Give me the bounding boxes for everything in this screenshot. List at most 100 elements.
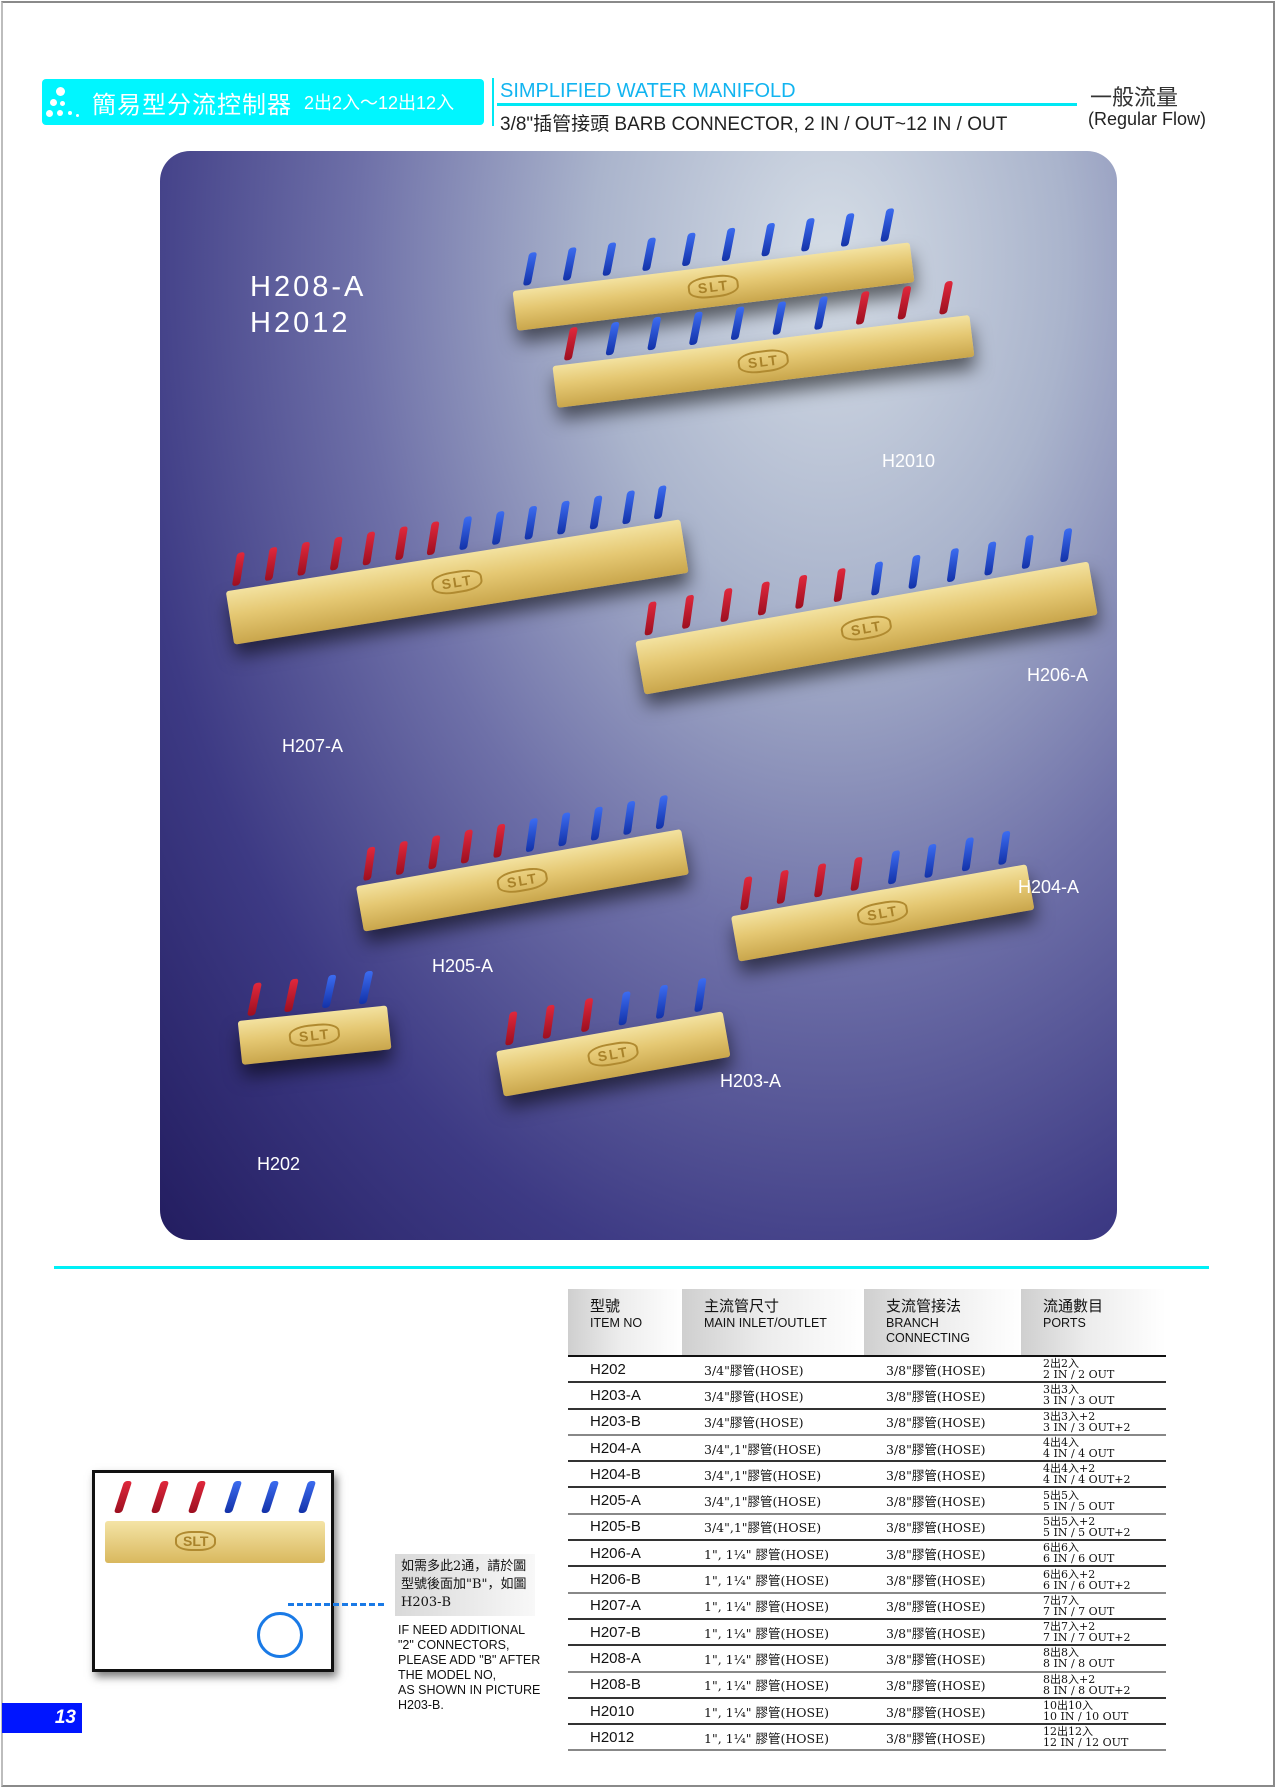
product-photo: H208-A H2012 SLT SLT H2010 SLT H207-A SL…	[160, 151, 1117, 1240]
photo-label-h208a: H208-A	[250, 271, 367, 303]
slt-logo: SLT	[839, 612, 894, 644]
cell-item-no: H203-A	[590, 1386, 641, 1404]
note-en-line: AS SHOWN IN PICTURE	[398, 1683, 541, 1697]
cell-branch: 3/8"膠管(HOSE)	[886, 1651, 986, 1667]
table-row: H208-B 1", 1¼" 膠管(HOSE) 3/8"膠管(HOSE) 8出8入+2…	[568, 1672, 1166, 1698]
table-row: H206-B 1", 1¼" 膠管(HOSE) 3/8"膠管(HOSE) 6出6入+2…	[568, 1566, 1166, 1593]
cell-branch: 3/8"膠管(HOSE)	[886, 1494, 986, 1510]
note-en-line: "2" CONNECTORS,	[398, 1638, 510, 1652]
cell-item-no: H206-B	[590, 1571, 641, 1589]
cell-main-inlet: 3/4"膠管(HOSE)	[704, 1415, 804, 1431]
manifold-h2010-bottom: SLT	[552, 280, 975, 408]
note-en-line: H203-B.	[398, 1698, 444, 1712]
cell-main-inlet: 3/4",1"膠管(HOSE)	[704, 1520, 822, 1536]
slt-logo: SLT	[495, 865, 550, 896]
cell-item-no: H205-A	[590, 1492, 641, 1510]
section-divider	[54, 1266, 1209, 1269]
photo-label-h2012: H2012	[250, 307, 351, 339]
cell-branch: 3/8"膠管(HOSE)	[886, 1415, 986, 1431]
callout-dashed-line	[288, 1603, 384, 1606]
manifold-h207a: SLT	[225, 484, 689, 645]
subtitle-divider	[492, 78, 494, 126]
cell-item-no: H2012	[590, 1728, 635, 1746]
cell-main-inlet: 3/4",1"膠管(HOSE)	[704, 1494, 822, 1510]
valve-row	[234, 970, 387, 1021]
cell-main-inlet: 1", 1¼" 膠管(HOSE)	[704, 1678, 830, 1694]
subtitle-detail: 3/8"插管接頭 BARB CONNECTOR, 2 IN / OUT~12 I…	[500, 114, 1008, 135]
subtitle-en: SIMPLIFIED WATER MANIFOLD	[500, 80, 796, 102]
cell-branch: 3/8"膠管(HOSE)	[886, 1573, 986, 1589]
cell-branch: 3/8"膠管(HOSE)	[886, 1678, 986, 1694]
cell-item-no: H203-B	[590, 1413, 641, 1431]
cell-item-no: H208-B	[590, 1676, 641, 1694]
cell-item-no: H207-A	[590, 1597, 641, 1615]
cell-main-inlet: 1", 1¼" 膠管(HOSE)	[704, 1546, 830, 1562]
photo-label-h207a: H207-A	[282, 736, 344, 756]
cell-item-no: H206-A	[590, 1544, 641, 1562]
cell-main-inlet: 3/4"膠管(HOSE)	[704, 1388, 804, 1404]
valve-row	[490, 976, 723, 1051]
cell-main-inlet: 1", 1¼" 膠管(HOSE)	[704, 1599, 830, 1615]
cell-branch: 3/8"膠管(HOSE)	[886, 1467, 986, 1483]
cell-item-no: H204-A	[590, 1439, 641, 1457]
cell-branch: 3/8"膠管(HOSE)	[886, 1388, 986, 1404]
cell-main-inlet: 1", 1¼" 膠管(HOSE)	[704, 1651, 830, 1667]
cell-branch: 3/8"膠管(HOSE)	[886, 1362, 986, 1378]
slt-logo: SLT	[586, 1038, 641, 1070]
cell-main-inlet: 3/4"膠管(HOSE)	[704, 1362, 804, 1378]
subtitle-underline	[497, 103, 1077, 106]
note-en: IF NEED ADDITIONAL "2" CONNECTORS, PLEAS…	[398, 1623, 558, 1713]
flow-type-zh: 一般流量	[1090, 85, 1179, 110]
valve-row	[105, 1481, 325, 1517]
cell-branch: 3/8"膠管(HOSE)	[886, 1520, 986, 1536]
photo-label-h2010: H2010	[882, 451, 936, 471]
slt-logo: SLT	[686, 272, 741, 301]
photo-label-h205a: H205-A	[432, 956, 494, 976]
manifold-h202: SLT	[237, 970, 392, 1065]
cell-main-inlet: 1", 1¼" 膠管(HOSE)	[704, 1730, 830, 1746]
cell-main-inlet: 1", 1¼" 膠管(HOSE)	[704, 1573, 830, 1589]
cell-branch: 3/8"膠管(HOSE)	[886, 1704, 986, 1720]
slt-logo: SLT	[736, 347, 791, 376]
slt-logo: SLT	[287, 1021, 342, 1049]
slt-logo: SLT	[175, 1531, 217, 1551]
cell-item-no: H208-A	[590, 1649, 641, 1667]
slt-logo: SLT	[855, 897, 910, 929]
note-en-line: PLEASE ADD "B" AFTER	[398, 1653, 541, 1667]
cell-item-no: H2010	[590, 1702, 635, 1720]
cell-main-inlet: 3/4",1"膠管(HOSE)	[704, 1441, 822, 1457]
cell-item-no: H204-B	[590, 1465, 641, 1483]
highlight-circle-icon	[257, 1612, 303, 1658]
photo-label-h204a: H204-A	[1018, 877, 1080, 897]
cell-main-inlet: 1", 1¼" 膠管(HOSE)	[704, 1704, 830, 1720]
